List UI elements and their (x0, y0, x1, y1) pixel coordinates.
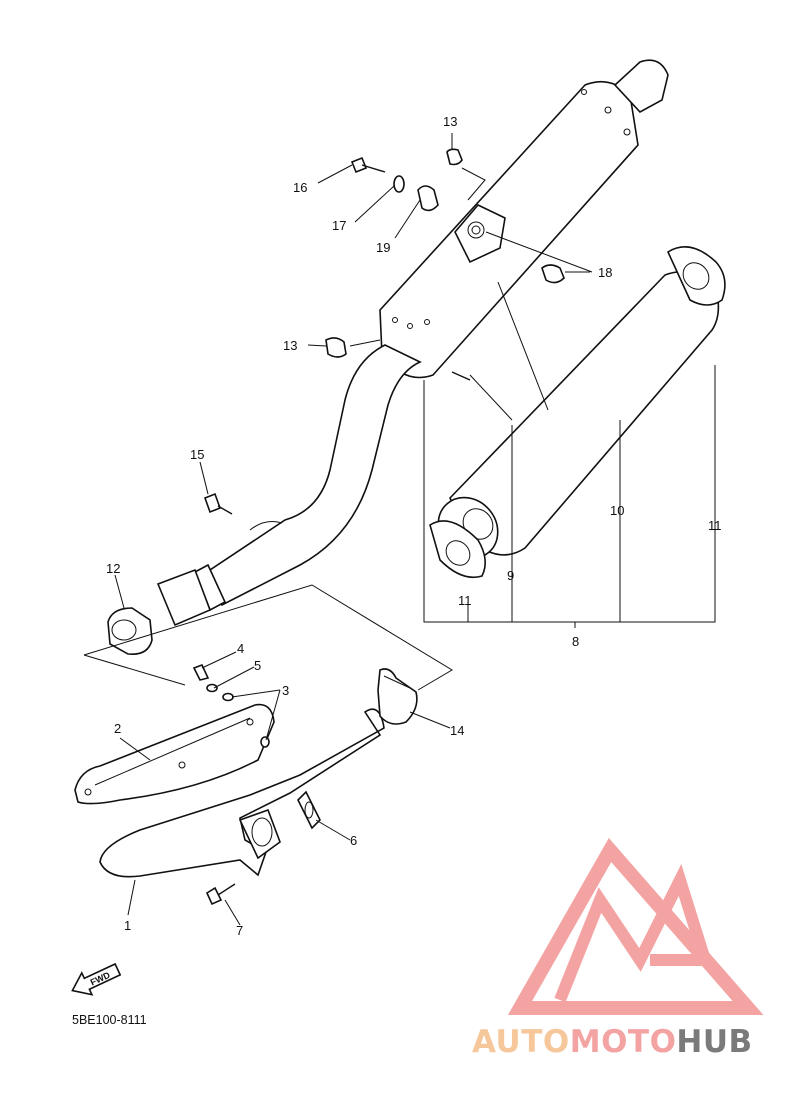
brand-moto: MOTO (570, 1024, 677, 1060)
muffler-body (379, 59, 669, 379)
callout-8: 8 (572, 634, 579, 649)
watermark-brand: AUTOMOTOHUB (472, 1024, 753, 1060)
leader-lines (83, 133, 716, 926)
callout-13-left: 13 (283, 338, 297, 353)
brand-auto: AUTO (472, 1024, 570, 1060)
callout-15: 15 (190, 447, 204, 462)
fwd-arrow: FWD (71, 962, 122, 996)
callout-6: 6 (350, 833, 357, 848)
automotohub-logo (507, 837, 764, 1015)
diagram-code: 5BE100-8111 (72, 1013, 147, 1027)
callout-18: 18 (598, 265, 612, 280)
callout-14: 14 (450, 723, 464, 738)
callout-5: 5 (254, 658, 261, 673)
logo-triangle (507, 837, 764, 1015)
callout-16: 16 (293, 180, 307, 195)
pipe-clamp (377, 668, 418, 725)
heat-guard (74, 703, 275, 805)
callout-4: 4 (237, 641, 244, 656)
callout-10: 10 (610, 503, 624, 518)
callout-9: 9 (507, 568, 514, 583)
callout-12: 12 (106, 561, 120, 576)
silencer-assembly (429, 246, 726, 579)
callout-11-right: 11 (708, 518, 722, 533)
callout-19: 19 (376, 240, 390, 255)
muffler-bracket (454, 204, 506, 264)
callout-2: 2 (114, 721, 121, 736)
rear-pipe (156, 344, 422, 627)
callout-13-top: 13 (443, 114, 457, 129)
callout-1: 1 (124, 918, 131, 933)
callout-3: 3 (282, 683, 289, 698)
exhaust-gasket (297, 790, 321, 830)
fasteners (192, 148, 565, 906)
callout-11-left: 11 (458, 593, 472, 608)
callout-7: 7 (236, 923, 243, 938)
brand-hub: HUB (676, 1024, 752, 1060)
fwd-arrow-icon (71, 962, 122, 996)
callout-17: 17 (332, 218, 346, 233)
logo-m-stroke (554, 864, 714, 1003)
pipe-sleeve (107, 607, 153, 656)
callout-labels: 1 2 3 4 5 6 7 8 9 10 11 11 12 13 13 14 1… (106, 114, 722, 938)
